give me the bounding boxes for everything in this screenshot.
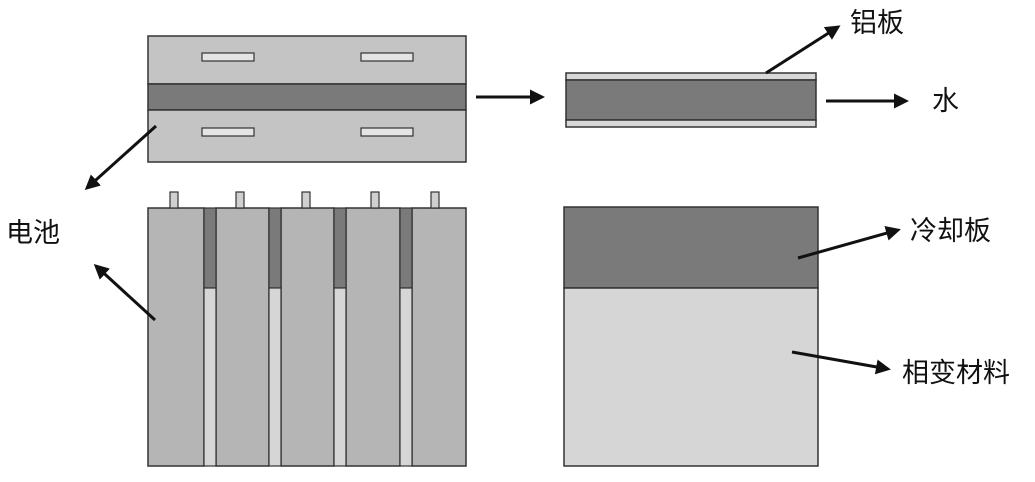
pcm-strip: [399, 287, 413, 467]
cooling-plate-arrow: [797, 226, 901, 260]
cooling-plate-strip: [399, 207, 413, 289]
aluminum-plate-top: [565, 72, 817, 81]
cooling-plate-label: 冷却板: [910, 216, 991, 247]
pcm-arrow: [791, 350, 891, 375]
terminal-slot: [201, 127, 255, 137]
battery-cell: [411, 207, 467, 467]
phase-change-material-block: [563, 287, 819, 467]
terminal-slot: [360, 127, 414, 137]
aluminum-plate-arrow: [765, 25, 841, 75]
cooling-plate-strip: [203, 207, 217, 289]
battery-top-upper: [147, 35, 467, 85]
battery-label: 电池: [6, 218, 60, 249]
terminal-slot: [360, 52, 414, 62]
battery-arrow-bottom: [93, 263, 157, 322]
cooling-plate-strip: [268, 207, 282, 289]
cooling-plate-section: [565, 72, 817, 128]
water-label: 水: [932, 86, 959, 117]
aluminum-plate-label: 铝板: [850, 8, 904, 39]
module-top-view: [147, 35, 467, 163]
pcm-strip: [203, 287, 217, 467]
pcm-strip: [268, 287, 282, 467]
battery-terminal: [370, 191, 380, 209]
water-layer: [565, 79, 817, 121]
battery-top-lower: [147, 109, 467, 163]
module-front-view: [147, 191, 467, 467]
pcm-strip: [333, 287, 347, 467]
battery-terminal: [235, 191, 245, 209]
cooling-pcm-block: [563, 206, 819, 467]
battery-cell: [215, 207, 270, 467]
phase-change-material-label: 相变材料: [902, 358, 1010, 389]
cooling-channel-top-view: [147, 83, 467, 111]
battery-terminal: [169, 191, 179, 209]
cooling-plate-block: [563, 206, 819, 289]
terminal-slot: [201, 52, 255, 62]
battery-arrow-top: [84, 124, 158, 191]
battery-terminal: [430, 191, 440, 209]
battery-cell: [345, 207, 401, 467]
battery-terminal: [301, 191, 311, 209]
battery-cell: [147, 207, 205, 467]
cooling-plate-strip: [333, 207, 347, 289]
battery-cell: [280, 207, 335, 467]
aluminum-plate-bottom: [565, 119, 817, 128]
